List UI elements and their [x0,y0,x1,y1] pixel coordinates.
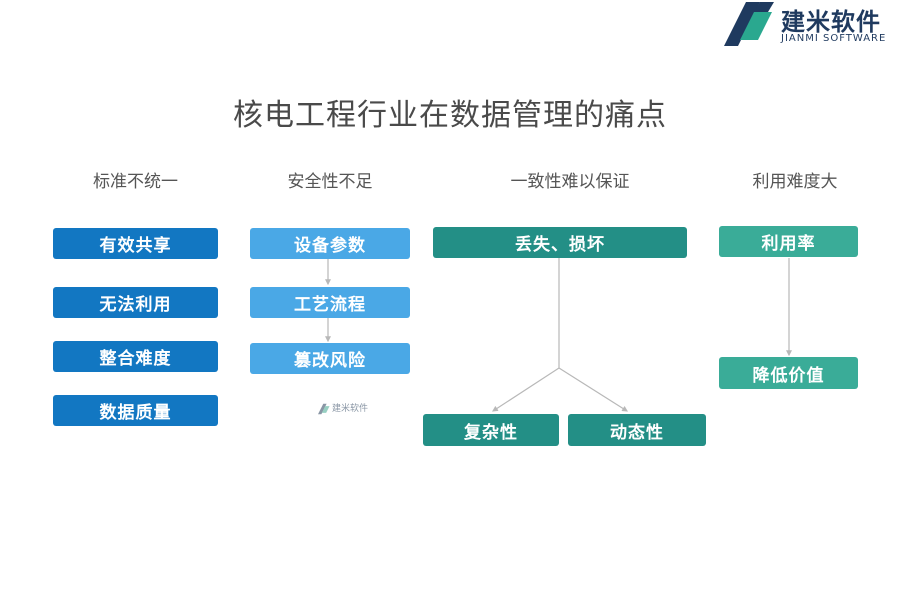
column-heading-4: 利用难度大 [752,172,838,192]
box-tamper-risk: 篡改风险 [250,343,410,374]
box-complexity: 复杂性 [423,414,559,446]
box-dynamics: 动态性 [568,414,706,446]
box-data-quality: 数据质量 [53,395,218,426]
brand-name-en: JIANMI SOFTWARE [781,33,887,44]
page-title: 核电工程行业在数据管理的痛点 [233,98,667,133]
column-heading-1: 标准不统一 [93,172,178,192]
connector-to-dynamics [558,367,629,412]
jianmi-logo-icon [724,2,774,46]
box-effective-sharing: 有效共享 [53,228,218,259]
box-utilization-rate: 利用率 [719,226,858,257]
watermark: 建米软件 [318,401,368,419]
connector-to-complexity [491,367,560,412]
box-integration-difficulty: 整合难度 [53,341,218,372]
column-heading-3: 一致性难以保证 [510,172,630,192]
column-heading-2: 安全性不足 [287,172,373,192]
box-unusable: 无法利用 [53,287,218,318]
box-equipment-params: 设备参数 [250,228,410,259]
box-loss-damage: 丢失、损坏 [433,227,687,258]
brand-name-cn: 建米软件 [781,8,881,36]
brand-logo: 建米软件 JIANMI SOFTWARE [724,2,900,48]
watermark-text: 建米软件 [332,404,369,414]
box-process-flow: 工艺流程 [250,287,410,318]
box-reduced-value: 降低价值 [719,357,858,389]
watermark-logo-icon [318,403,330,415]
